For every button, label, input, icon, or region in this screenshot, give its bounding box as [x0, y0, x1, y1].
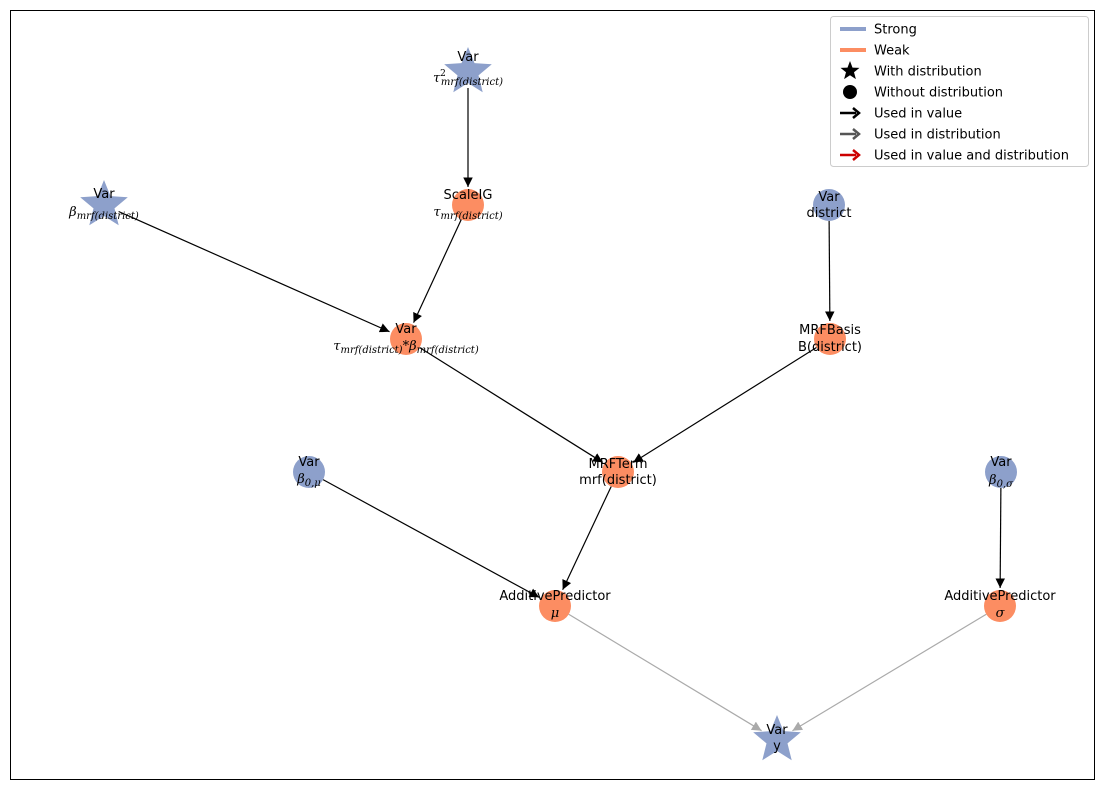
edge-ap_mu-to-y	[568, 613, 762, 732]
legend-item-4: Used in value	[840, 107, 962, 122]
svg-text:B(district): B(district)	[798, 340, 862, 355]
edge-district-to-mrfbasis	[824, 220, 835, 322]
nodes-layer	[80, 47, 1017, 761]
node-mrfbasis[interactable]	[814, 323, 846, 355]
legend-item-6: Used in value and distribution	[840, 149, 1069, 164]
edge-beta0mu-to-ap_mu	[322, 479, 540, 598]
edge-ap_sigma-to-y	[792, 613, 987, 732]
legend-label: Used in distribution	[874, 128, 1001, 143]
svg-text:Var: Var	[766, 723, 788, 738]
legend-label: Without distribution	[874, 86, 1003, 101]
edge-tau_beta-to-mrfterm	[419, 346, 604, 463]
legend-mark-arrow	[840, 107, 861, 119]
svg-text:Var: Var	[298, 455, 320, 470]
svg-text:τmrf(district)*βmrf(district): τmrf(district)*βmrf(district)	[333, 339, 479, 356]
legend-mark-arrow	[840, 128, 861, 140]
edge-mrfbasis-to-mrfterm	[632, 346, 817, 463]
node-label-ap-mu: AdditivePredictor μ	[499, 589, 611, 621]
legend-label: Used in value and distribution	[874, 149, 1069, 164]
plot-frame	[10, 10, 1095, 780]
node-tau2[interactable]	[444, 47, 492, 93]
node-beta_mrf[interactable]	[80, 180, 128, 226]
svg-text:σ: σ	[996, 606, 1006, 621]
svg-text:ScaleIG: ScaleIG	[444, 188, 493, 203]
node-label-y: Var y	[766, 723, 788, 754]
svg-text:Var: Var	[395, 322, 417, 337]
edge-beta_mrf-to-tau_beta	[118, 210, 390, 333]
node-beta0sigma[interactable]	[985, 456, 1017, 488]
legend-label: Weak	[874, 44, 910, 59]
legend-mark-star	[840, 61, 860, 80]
legend-label: With distribution	[874, 65, 982, 80]
legend-item-0: Strong	[840, 23, 917, 38]
legend-box	[830, 16, 1089, 167]
legend-mark-arrow	[840, 149, 861, 161]
svg-text:Var: Var	[457, 50, 479, 65]
legend-item-1: Weak	[840, 44, 910, 59]
node-tau_beta[interactable]	[390, 323, 422, 355]
edge-scaleig-to-tau_beta	[413, 219, 462, 323]
node-label-ap-sigma: AdditivePredictor σ	[944, 589, 1056, 621]
svg-text:AdditivePredictor: AdditivePredictor	[944, 589, 1056, 604]
node-district[interactable]	[813, 189, 845, 221]
node-scaleig[interactable]	[452, 189, 484, 221]
node-beta0mu[interactable]	[293, 456, 325, 488]
edges-layer	[118, 88, 1006, 732]
node-label-mrfbasis: MRFBasis B(district)	[798, 323, 862, 355]
svg-text:μ: μ	[551, 606, 559, 621]
legend-mark-circle	[843, 85, 857, 99]
svg-text:AdditivePredictor: AdditivePredictor	[499, 589, 611, 604]
legend-label: Strong	[874, 23, 917, 38]
legend-item-2: With distribution	[840, 61, 982, 80]
legend-label: Used in value	[874, 107, 962, 122]
node-label-mrfterm: MRFTerm mrf(district)	[579, 457, 657, 488]
svg-text:MRFTerm: MRFTerm	[588, 457, 647, 472]
svg-text:district: district	[807, 206, 852, 221]
edge-mrfterm-to-ap_mu	[562, 486, 612, 590]
svg-text:MRFBasis: MRFBasis	[799, 323, 861, 338]
node-label-tau-beta: Var τmrf(district)*βmrf(district)	[333, 322, 479, 356]
node-ap_sigma[interactable]	[984, 590, 1016, 622]
svg-text:y: y	[773, 739, 781, 754]
node-mrfterm[interactable]	[602, 456, 634, 488]
node-y[interactable]	[753, 715, 801, 761]
svg-text:Var: Var	[93, 187, 115, 202]
node-label-district: Var district	[807, 190, 852, 221]
svg-text:mrf(district): mrf(district)	[579, 473, 657, 488]
legend-item-3: Without distribution	[843, 85, 1003, 101]
edge-beta0sigma-to-ap_sigma	[995, 487, 1006, 589]
svg-text:Var: Var	[818, 190, 840, 205]
node-ap_mu[interactable]	[539, 590, 571, 622]
svg-text:Var: Var	[990, 455, 1012, 470]
legend-item-5: Used in distribution	[840, 128, 1001, 143]
